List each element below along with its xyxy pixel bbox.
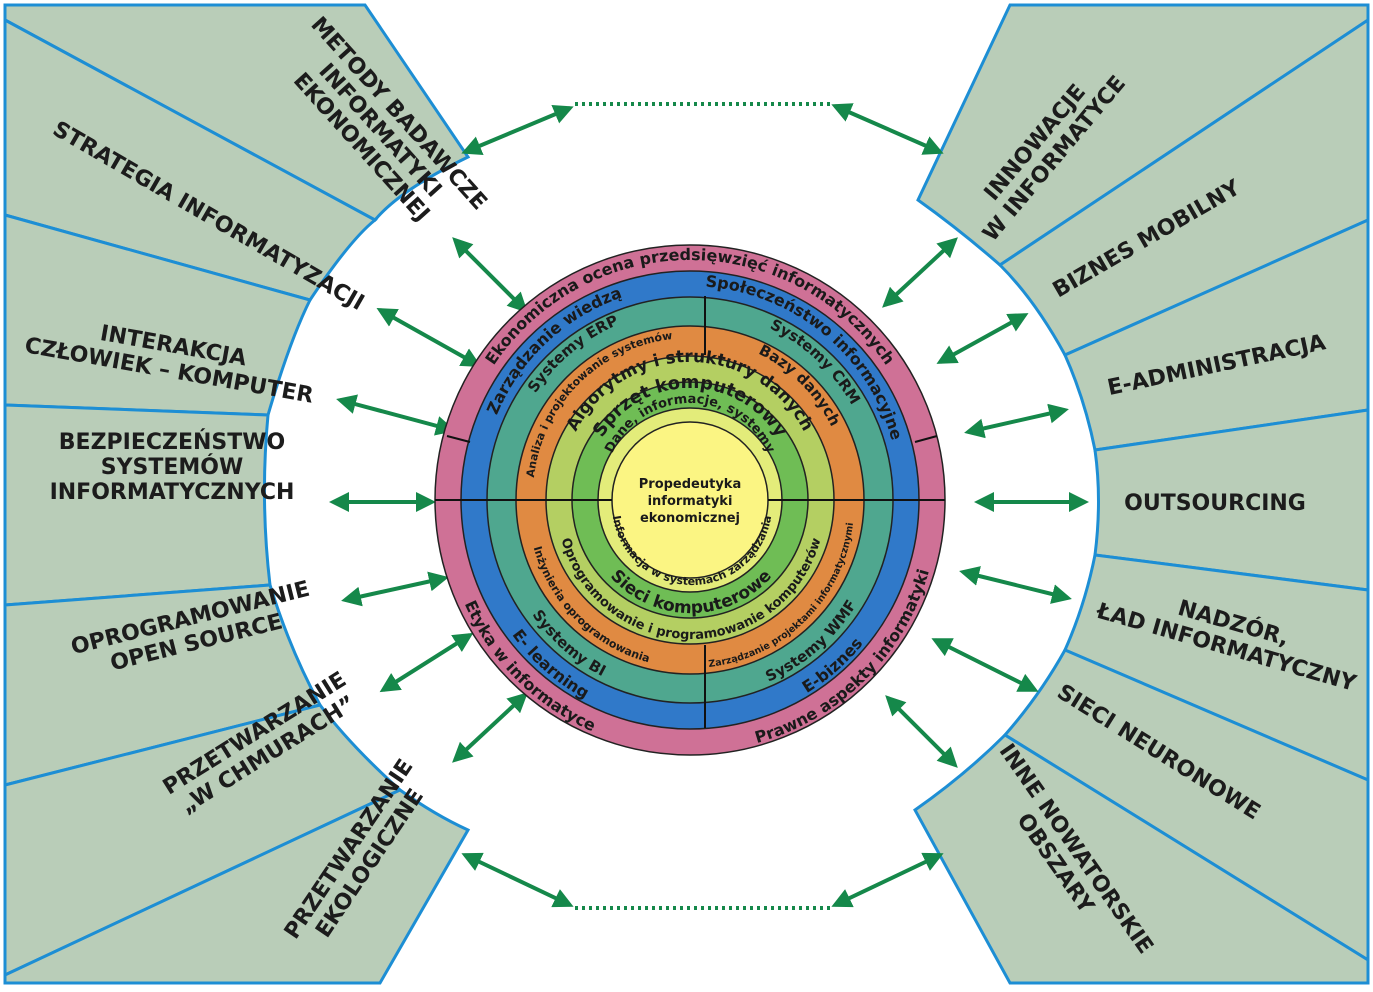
arrow-right-3 — [964, 403, 1069, 439]
arrow-top-left — [461, 104, 574, 156]
left-panel-7 — [3, 788, 471, 985]
right-panel-label-4: OUTSOURCING — [1124, 491, 1306, 516]
arrow-left-5 — [341, 571, 449, 607]
arrow-bottom-right — [831, 852, 944, 908]
center-title-2: informatyki — [648, 494, 733, 509]
divider-pink-left — [446, 435, 471, 443]
arrow-right-6 — [931, 638, 1039, 692]
arrow-left-3 — [336, 394, 456, 436]
concentric-rings: Propedeutyka informatyki ekonomicznej Da… — [434, 244, 946, 756]
arrow-right-2 — [936, 313, 1029, 364]
right-panels — [913, 3, 1370, 985]
arrow-left-7 — [452, 692, 528, 763]
left-panel-4 — [3, 403, 272, 607]
arrow-right-7 — [885, 695, 958, 768]
arrow-bottom-left — [461, 852, 574, 908]
arrow-left-6 — [379, 632, 474, 693]
arrows — [329, 102, 1089, 910]
arrow-left-2 — [376, 308, 482, 367]
center-title-3: ekonomicznej — [640, 511, 740, 526]
left-panel-label-4-line-2: SYSTEMÓW — [101, 454, 244, 480]
right-panel-label-4-line-1: OUTSOURCING — [1124, 491, 1306, 516]
left-panel-label-4-line-3: INFORMATYCZNYCH — [50, 480, 295, 505]
arrow-right-5 — [959, 566, 1072, 604]
divider-pink-right — [914, 435, 938, 443]
left-panels — [3, 3, 471, 985]
arrow-top-right — [831, 103, 944, 155]
right-panel-7 — [913, 733, 1370, 985]
arrow-left-1 — [452, 237, 528, 313]
center-title-1: Propedeutyka — [639, 477, 741, 492]
arrow-right-1 — [882, 237, 958, 308]
left-panel-label-4-line-1: BEZPIECZEŃSTWO — [59, 429, 285, 455]
